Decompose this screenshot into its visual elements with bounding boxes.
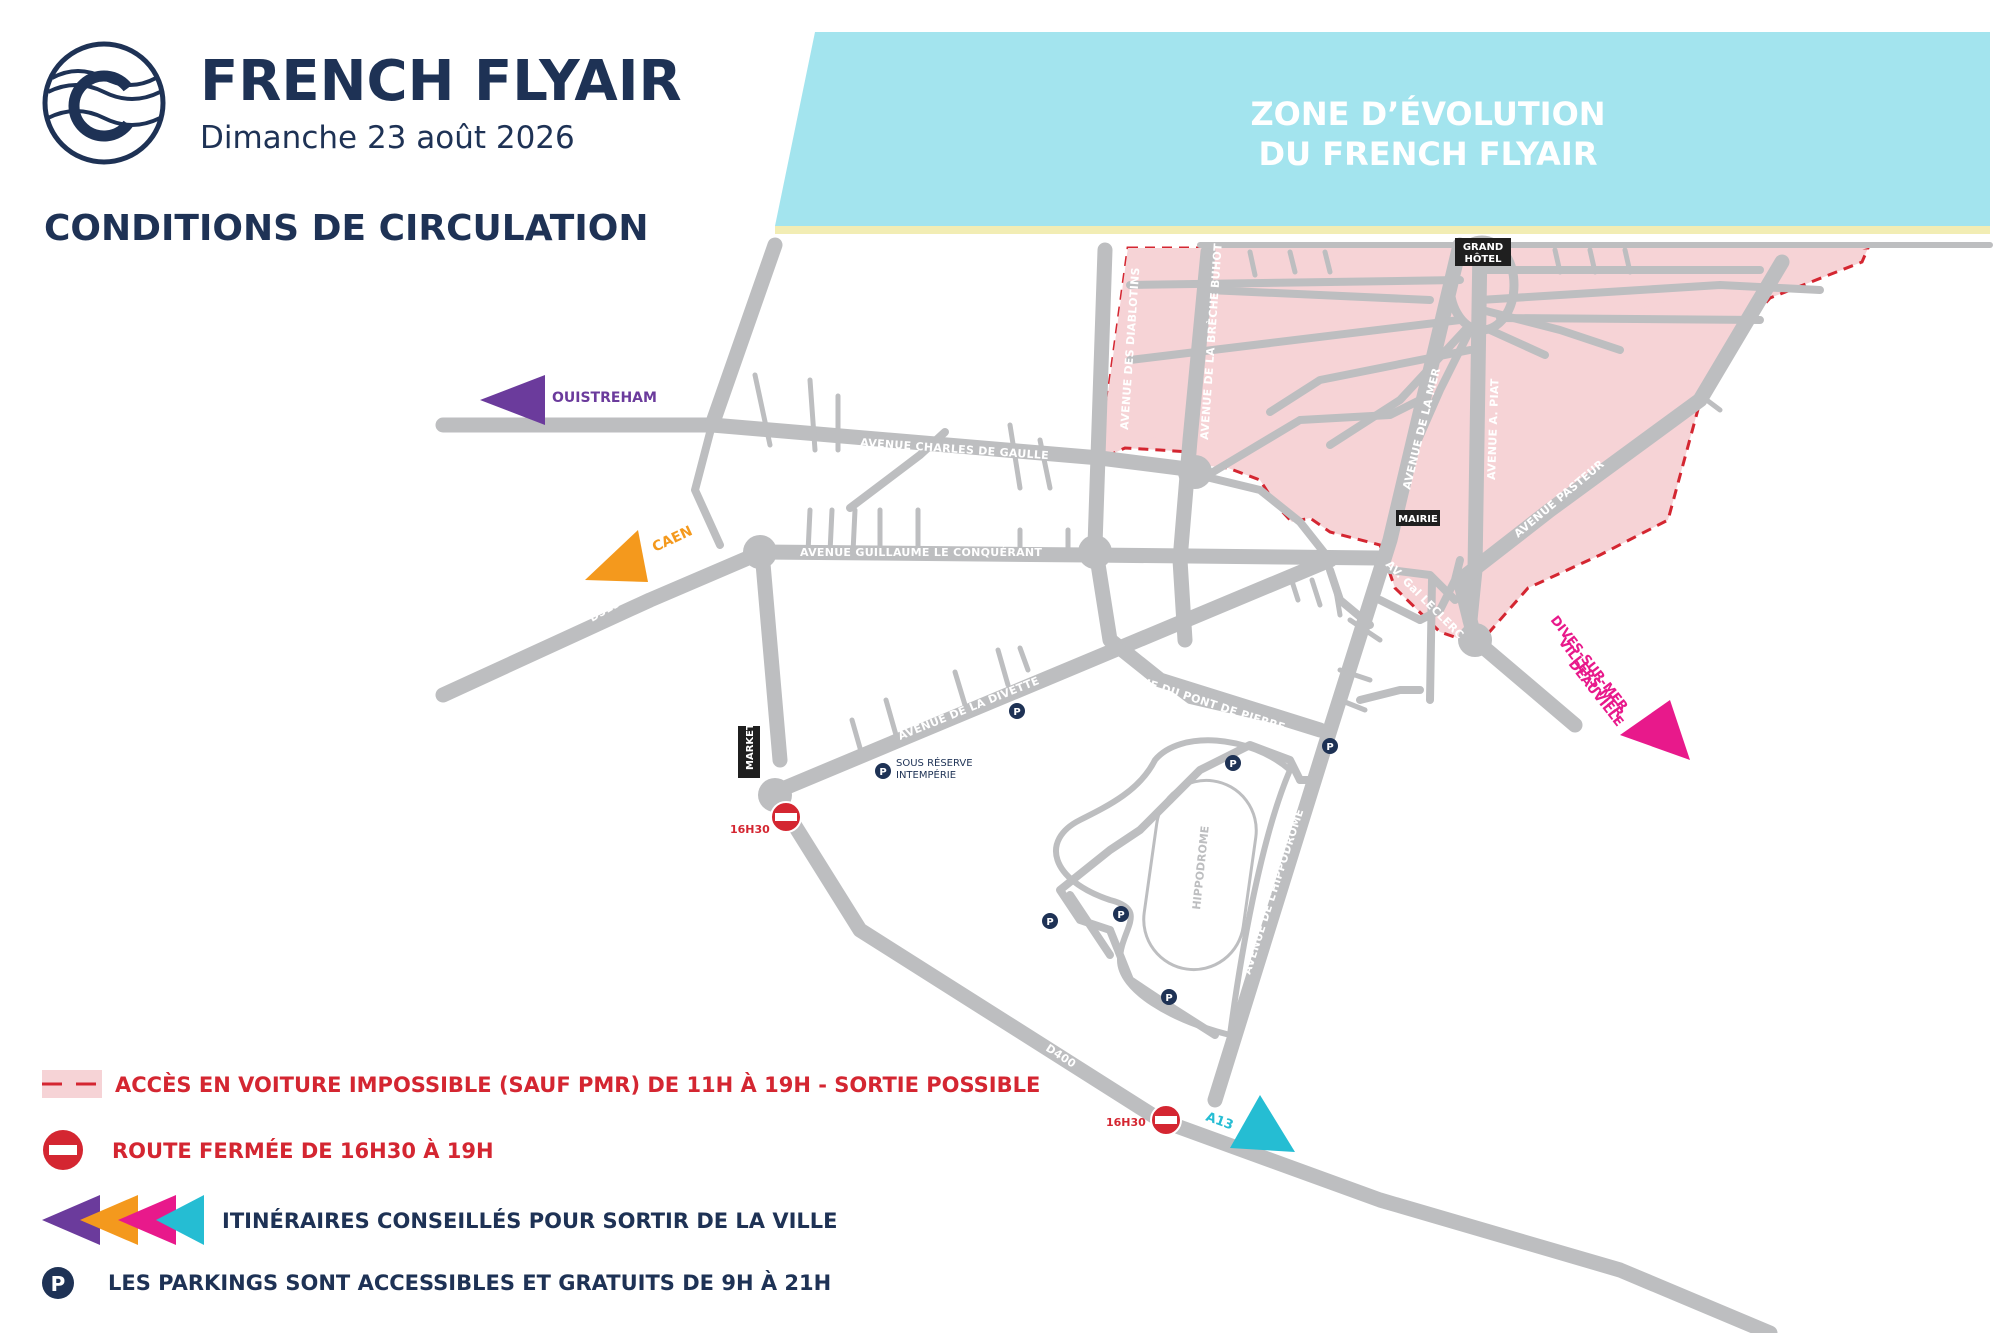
parking-symbol: P bbox=[1229, 759, 1236, 770]
flight-zone-label-2: DU FRENCH FLYAIR bbox=[1259, 135, 1598, 173]
parking-symbol: P bbox=[1046, 917, 1053, 928]
hippodrome-track bbox=[1142, 778, 1258, 972]
grand-hotel-label-1: GRAND bbox=[1463, 242, 1503, 253]
parking-icon bbox=[1322, 738, 1338, 754]
parking-icon bbox=[1225, 755, 1241, 771]
market-badge bbox=[738, 726, 760, 778]
arrow-ouistreham-icon bbox=[480, 375, 545, 425]
parking-symbol: P bbox=[1326, 742, 1333, 753]
market-label: MARKET bbox=[745, 723, 756, 770]
closure-time: 16H30 bbox=[1106, 1116, 1146, 1129]
logo bbox=[42, 41, 166, 165]
legend-routes-text: ITINÉRAIRES CONSEILLÉS POUR SORTIR DE LA… bbox=[222, 1208, 838, 1233]
parking-symbol: P bbox=[879, 767, 886, 778]
road-label-hippodrome: AVENUE DE L’HIPPODROME bbox=[1240, 807, 1306, 976]
parking-icon bbox=[875, 763, 891, 779]
flight-zone-label-1: ZONE D’ÉVOLUTION bbox=[1250, 95, 1605, 133]
road-network bbox=[435, 237, 1993, 1333]
parking-markers: P P P P P P P bbox=[875, 703, 1338, 1005]
arrow-dives-icon bbox=[1620, 700, 1690, 760]
legend-closed-text: ROUTE FERMÉE DE 16H30 À 19H bbox=[112, 1138, 494, 1163]
road-label-guillaume: AVENUE GUILLAUME LE CONQUÉRANT bbox=[800, 546, 1042, 559]
map-subtitle: CONDITIONS DE CIRCULATION bbox=[44, 208, 648, 249]
flight-zone bbox=[775, 32, 1990, 226]
roundabouts bbox=[743, 455, 1492, 812]
grand-hotel-label-2: HÔTEL bbox=[1465, 252, 1503, 265]
closure-markers: 16H30 16H30 bbox=[730, 801, 1182, 1136]
weather-note-1: SOUS RÉSERVE bbox=[896, 756, 973, 769]
legend-arrow-pink-icon bbox=[118, 1195, 176, 1245]
legend-arrow-purple-icon bbox=[42, 1195, 100, 1245]
direction-ouistreham: OUISTREHAM bbox=[552, 390, 657, 406]
mairie-badge bbox=[1396, 510, 1440, 526]
arrow-caen-icon bbox=[585, 530, 648, 582]
parking-symbol: P bbox=[1165, 993, 1172, 1004]
parking-icon bbox=[1113, 906, 1129, 922]
legend-parking-icon bbox=[42, 1267, 74, 1299]
weather-note-2: INTEMPÉRIE bbox=[896, 768, 956, 781]
closure-time: 16H30 bbox=[730, 823, 770, 836]
legend: ACCÈS EN VOITURE IMPOSSIBLE (SAUF PMR) D… bbox=[42, 1070, 1040, 1299]
parking-icon bbox=[1042, 913, 1058, 929]
page-title: FRENCH FLYAIR bbox=[200, 49, 682, 114]
parking-symbol: P bbox=[1117, 910, 1124, 921]
hippodrome-label: HIPPODROME bbox=[1190, 825, 1212, 910]
parking-symbol: P bbox=[1013, 707, 1020, 718]
beach-strip bbox=[775, 226, 1990, 234]
legend-parking-text: LES PARKINGS SONT ACCESSIBLES ET GRATUIT… bbox=[108, 1270, 831, 1295]
legend-arrow-cyan-icon bbox=[156, 1195, 204, 1245]
grand-hotel-badge bbox=[1455, 238, 1511, 266]
legend-arrow-orange-icon bbox=[80, 1195, 138, 1245]
mairie-label: MAIRIE bbox=[1398, 514, 1438, 525]
arrow-a13-icon bbox=[1230, 1095, 1295, 1152]
legend-parking-symbol: P bbox=[51, 1272, 66, 1296]
road-label-pont-de-pierre: RUE DU PONT DE PIERRE bbox=[1131, 672, 1287, 734]
direction-caen: CAEN bbox=[650, 523, 695, 555]
road-label-piat: AVENUE A. PIAT bbox=[1485, 378, 1502, 480]
parking-icon bbox=[1009, 703, 1025, 719]
parking-icon bbox=[1161, 989, 1177, 1005]
event-date: Dimanche 23 août 2026 bbox=[200, 120, 575, 156]
legend-zone-text: ACCÈS EN VOITURE IMPOSSIBLE (SAUF PMR) D… bbox=[115, 1072, 1040, 1097]
